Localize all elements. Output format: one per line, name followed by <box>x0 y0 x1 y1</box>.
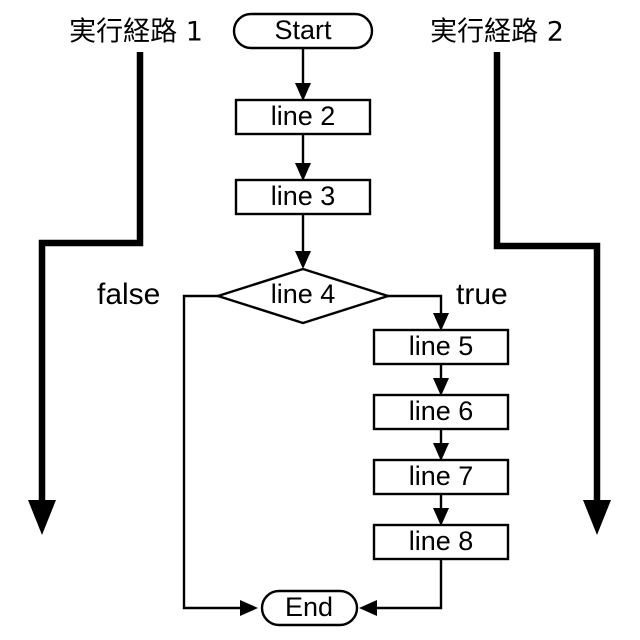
execution-path-1-label: 実行経路 1 <box>69 17 203 48</box>
edge-start-to-line2 <box>295 48 311 101</box>
edge-line8-to-end <box>359 559 443 616</box>
node-line2-label: line 2 <box>271 101 336 131</box>
node-line5[interactable]: line 5 <box>372 328 510 366</box>
execution-path-1-arrow <box>28 52 144 535</box>
node-line6[interactable]: line 6 <box>372 393 510 431</box>
node-line7[interactable]: line 7 <box>372 458 510 496</box>
node-line8[interactable]: line 8 <box>372 523 510 561</box>
branch-label-false: false <box>97 278 160 311</box>
node-end-label: End <box>285 592 333 622</box>
node-line6-label: line 6 <box>409 396 474 426</box>
edge-line6-to-line7 <box>433 429 449 461</box>
branch-label-true: true <box>456 278 508 311</box>
node-line8-label: line 8 <box>409 526 474 556</box>
execution-path-2-label: 実行経路 2 <box>430 17 564 48</box>
node-end[interactable]: End <box>260 589 359 627</box>
edge-line7-to-line8 <box>433 494 449 526</box>
node-line3-label: line 3 <box>271 181 336 211</box>
node-line2[interactable]: line 2 <box>234 98 372 136</box>
node-start-label: Start <box>274 15 332 45</box>
edge-line4-true-to-line5 <box>388 294 449 331</box>
node-line4-label: line 4 <box>271 279 336 309</box>
node-line7-label: line 7 <box>409 461 474 491</box>
edge-line3-to-line4 <box>295 214 311 269</box>
node-line3[interactable]: line 3 <box>234 178 372 216</box>
node-line4-decision[interactable]: line 4 <box>214 267 392 325</box>
edge-line4-false-to-end <box>182 294 258 616</box>
node-start[interactable]: Start <box>232 12 374 50</box>
node-line5-label: line 5 <box>409 331 474 361</box>
execution-path-2-arrow <box>493 52 611 535</box>
edge-line5-to-line6 <box>433 364 449 396</box>
edge-line2-to-line3 <box>295 134 311 181</box>
